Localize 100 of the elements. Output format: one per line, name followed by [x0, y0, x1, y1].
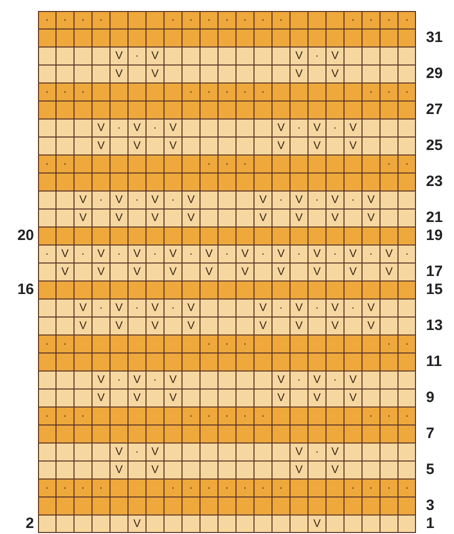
dot-symbol: · — [62, 157, 68, 172]
slip-stitch-symbol: V — [348, 121, 358, 136]
dot-symbol: · — [170, 193, 176, 208]
slip-stitch-symbol: V — [258, 319, 268, 334]
dot-symbol: · — [80, 409, 86, 424]
slip-stitch-symbol: V — [294, 211, 304, 226]
dot-symbol: · — [62, 409, 68, 424]
row-number: 29 — [426, 65, 443, 83]
dot-symbol: · — [134, 193, 140, 208]
dot-symbol: · — [332, 121, 338, 136]
slip-stitch-symbol: V — [132, 391, 142, 406]
dot-symbol: · — [170, 13, 176, 28]
slip-stitch-symbol: V — [294, 49, 304, 64]
dot-symbol: · — [368, 409, 374, 424]
dot-symbol: · — [224, 13, 230, 28]
slip-stitch-symbol: V — [258, 301, 268, 316]
row-number: 25 — [426, 137, 443, 155]
slip-stitch-symbol: V — [276, 247, 286, 262]
row-number: 17 — [426, 263, 443, 281]
dot-symbol: · — [44, 85, 50, 100]
slip-stitch-symbol: V — [258, 211, 268, 226]
slip-stitch-symbol: V — [240, 265, 250, 280]
dot-symbol: · — [188, 481, 194, 496]
slip-stitch-symbol: V — [114, 445, 124, 460]
slip-stitch-symbol: V — [312, 139, 322, 154]
slip-stitch-symbol: V — [60, 247, 70, 262]
dot-symbol: · — [332, 247, 338, 262]
slip-stitch-symbol: V — [114, 463, 124, 478]
slip-stitch-symbol: V — [168, 247, 178, 262]
dot-symbol: · — [224, 409, 230, 424]
slip-stitch-symbol: V — [330, 319, 340, 334]
row-number: 21 — [426, 209, 443, 227]
slip-stitch-symbol: V — [78, 211, 88, 226]
slip-stitch-symbol: V — [366, 211, 376, 226]
dot-symbol: · — [44, 247, 50, 262]
slip-stitch-symbol: V — [294, 301, 304, 316]
slip-stitch-symbol: V — [168, 265, 178, 280]
dot-symbol: · — [188, 409, 194, 424]
dot-symbol: · — [152, 373, 158, 388]
dot-symbol: · — [404, 481, 410, 496]
dot-symbol: · — [188, 85, 194, 100]
slip-stitch-symbol: V — [312, 265, 322, 280]
slip-stitch-symbol: V — [186, 193, 196, 208]
dot-symbol: · — [386, 13, 392, 28]
dot-symbol: · — [62, 481, 68, 496]
slip-stitch-symbol: V — [114, 49, 124, 64]
slip-stitch-symbol: V — [366, 193, 376, 208]
slip-stitch-symbol: V — [348, 247, 358, 262]
row-number: 2 — [26, 515, 34, 533]
slip-stitch-symbol: V — [132, 139, 142, 154]
slip-stitch-symbol: V — [96, 247, 106, 262]
dot-symbol: · — [296, 121, 302, 136]
slip-stitch-symbol: V — [186, 319, 196, 334]
dot-symbol: · — [206, 157, 212, 172]
slip-stitch-symbol: V — [276, 265, 286, 280]
slip-stitch-symbol: V — [348, 139, 358, 154]
slip-stitch-symbol: V — [168, 121, 178, 136]
slip-stitch-symbol: V — [312, 247, 322, 262]
dot-symbol: · — [404, 409, 410, 424]
slip-stitch-symbol: V — [150, 193, 160, 208]
dot-symbol: · — [404, 13, 410, 28]
slip-stitch-symbol: V — [78, 319, 88, 334]
slip-stitch-symbol: V — [150, 463, 160, 478]
dot-symbol: · — [278, 193, 284, 208]
dot-symbol: · — [62, 337, 68, 352]
slip-stitch-symbol: V — [132, 373, 142, 388]
dot-symbol: · — [116, 373, 122, 388]
slip-stitch-symbol: V — [150, 319, 160, 334]
row-number: 15 — [426, 281, 443, 299]
dot-symbol: · — [224, 247, 230, 262]
slip-stitch-symbol: V — [114, 211, 124, 226]
dot-symbol: · — [44, 409, 50, 424]
slip-stitch-symbol: V — [150, 211, 160, 226]
dot-symbol: · — [368, 13, 374, 28]
dot-symbol: · — [44, 337, 50, 352]
slip-stitch-symbol: V — [294, 319, 304, 334]
slip-stitch-symbol: V — [78, 301, 88, 316]
dot-symbol: · — [98, 193, 104, 208]
slip-stitch-symbol: V — [150, 301, 160, 316]
slip-stitch-symbol: V — [132, 517, 142, 532]
slip-stitch-symbol: V — [330, 301, 340, 316]
dot-symbol: · — [314, 445, 320, 460]
dot-symbol: · — [134, 301, 140, 316]
dot-symbol: · — [296, 373, 302, 388]
dot-symbol: · — [242, 337, 248, 352]
dot-symbol: · — [404, 337, 410, 352]
slip-stitch-symbol: V — [330, 463, 340, 478]
slip-stitch-symbol: V — [312, 391, 322, 406]
slip-stitch-symbol: V — [312, 121, 322, 136]
dot-symbol: · — [152, 121, 158, 136]
slip-stitch-symbol: V — [330, 211, 340, 226]
slip-stitch-symbol: V — [60, 265, 70, 280]
dot-symbol: · — [134, 445, 140, 460]
slip-stitch-symbol: V — [150, 67, 160, 82]
dot-symbol: · — [80, 247, 86, 262]
slip-stitch-symbol: V — [276, 139, 286, 154]
dot-symbol: · — [260, 481, 266, 496]
dot-symbol: · — [350, 481, 356, 496]
dot-symbol: · — [206, 13, 212, 28]
dot-symbol: · — [62, 85, 68, 100]
